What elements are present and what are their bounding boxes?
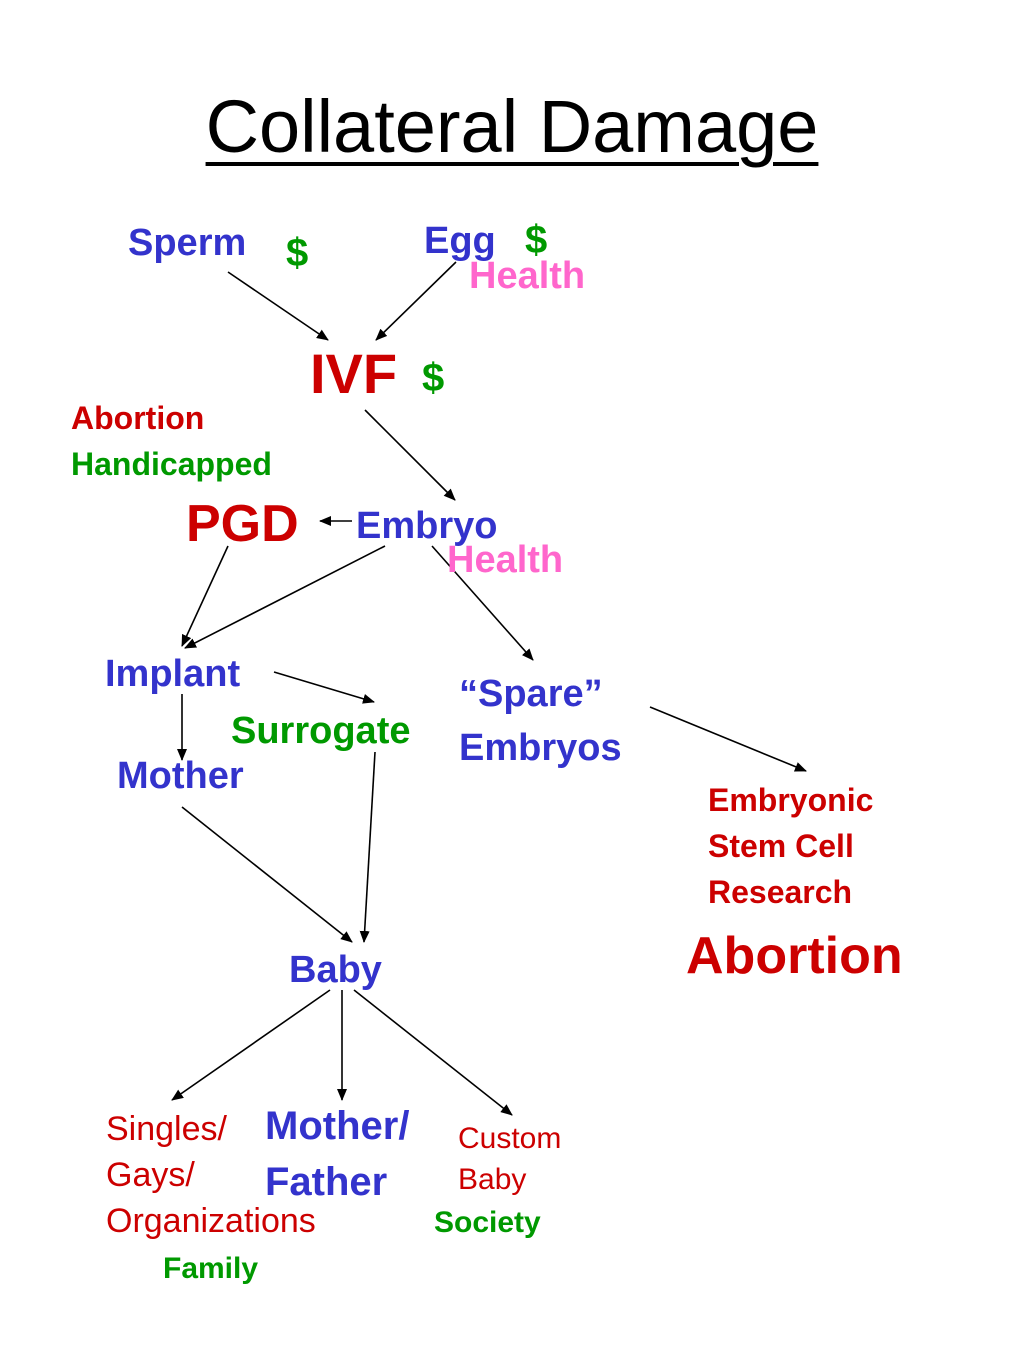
node-custom-baby: Custom Baby bbox=[458, 1122, 562, 1196]
node-mother: Mother bbox=[117, 755, 244, 797]
node-ivf: IVF bbox=[310, 342, 398, 405]
pgd-abortion-label: Abortion bbox=[71, 400, 205, 436]
family-label: Family bbox=[163, 1252, 259, 1285]
node-egg: Egg bbox=[424, 220, 496, 262]
society-label: Society bbox=[434, 1206, 541, 1239]
abortion-large-label: Abortion bbox=[686, 927, 903, 985]
node-pgd: PGD bbox=[186, 495, 299, 553]
node-implant: Implant bbox=[105, 653, 241, 695]
arrow-implant-to-surrogate bbox=[273, 671, 375, 704]
arrow-egg-to-ivf bbox=[375, 261, 457, 341]
node-mother-father: Mother/ Father bbox=[265, 1104, 410, 1204]
sperm-cost-label: $ bbox=[286, 231, 309, 275]
arrow-embryo-to-implant bbox=[184, 545, 386, 649]
arrow-baby-to-custom-baby bbox=[353, 989, 513, 1116]
arrow-surrogate-to-baby bbox=[359, 751, 376, 943]
node-spare-embryos: “Spare” Embryos bbox=[459, 673, 622, 769]
node-sperm: Sperm bbox=[128, 222, 247, 264]
arrow-pgd-to-implant bbox=[181, 545, 229, 647]
node-singles-gays-organizations: Singles/ Gays/ Organizations bbox=[106, 1110, 316, 1240]
node-baby: Baby bbox=[289, 949, 382, 991]
pgd-handicapped-label: Handicapped bbox=[71, 446, 272, 482]
arrow-mother-to-baby bbox=[181, 806, 353, 943]
stem-cell-research-label: Embryonic Stem Cell Research bbox=[708, 782, 874, 910]
arrow-ivf-to-embryo bbox=[364, 409, 456, 501]
slide-title: Collateral Damage bbox=[205, 85, 819, 168]
arrow-embryo-to-spare-embryos bbox=[431, 545, 534, 661]
egg-cost-label: $ bbox=[525, 218, 548, 262]
node-embryo: Embryo bbox=[356, 505, 498, 547]
arrow-spare-embryos-to-stem-cell bbox=[649, 706, 807, 772]
embryo-health-label: Health bbox=[447, 539, 564, 581]
node-surrogate: Surrogate bbox=[231, 710, 411, 752]
arrow-baby-to-singles-gays-orgs bbox=[171, 989, 331, 1101]
arrow-sperm-to-ivf bbox=[227, 271, 329, 341]
egg-health-label: Health bbox=[469, 255, 586, 297]
ivf-cost-label: $ bbox=[422, 356, 445, 400]
